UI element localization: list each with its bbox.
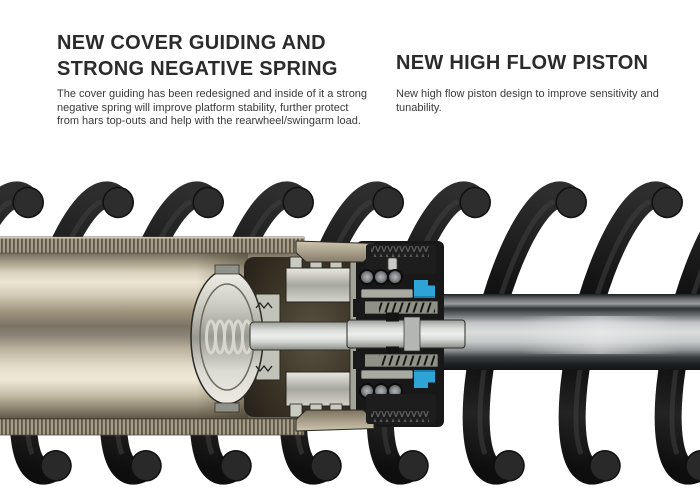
heading-line: STRONG NEGATIVE SPRING: [57, 58, 338, 80]
feature-cover-guiding-heading: NEW COVER GUIDING AND STRONG NEGATIVE SP…: [57, 30, 382, 82]
knurled-thread-top: [0, 236, 305, 254]
feature-high-flow-piston-heading: NEW HIGH FLOW PISTON: [396, 50, 686, 76]
piston-head-assembly: [295, 240, 466, 432]
glide-ring-top: [414, 280, 435, 298]
internal-valve-assembly: [190, 256, 359, 418]
feature-cover-guiding-body: The cover guiding has been redesigned an…: [57, 88, 382, 129]
feature-high-flow-piston-body: New high flow piston design to improve s…: [396, 88, 686, 115]
body-line: from hars top-outs and help with the rea…: [57, 115, 361, 128]
body-line: negative spring will improve platform st…: [57, 101, 349, 114]
high-flow-ports-top: [359, 269, 403, 285]
heading-line: NEW HIGH FLOW PISTON: [396, 52, 649, 74]
body-line: The cover guiding has been redesigned an…: [57, 88, 368, 100]
heading-line: NEW COVER GUIDING AND: [57, 32, 326, 54]
negative-spring: [205, 319, 253, 355]
piston-shaft: [436, 294, 700, 370]
knurled-thread-bottom: [0, 418, 305, 436]
glide-ring-bottom: [414, 370, 435, 388]
feature-cover-guiding: NEW COVER GUIDING AND STRONG NEGATIVE SP…: [57, 30, 382, 129]
body-line: New high flow piston design to improve s…: [396, 88, 659, 100]
feature-high-flow-piston: NEW HIGH FLOW PISTON New high flow pisto…: [396, 50, 686, 115]
body-line: tunability.: [396, 101, 442, 114]
